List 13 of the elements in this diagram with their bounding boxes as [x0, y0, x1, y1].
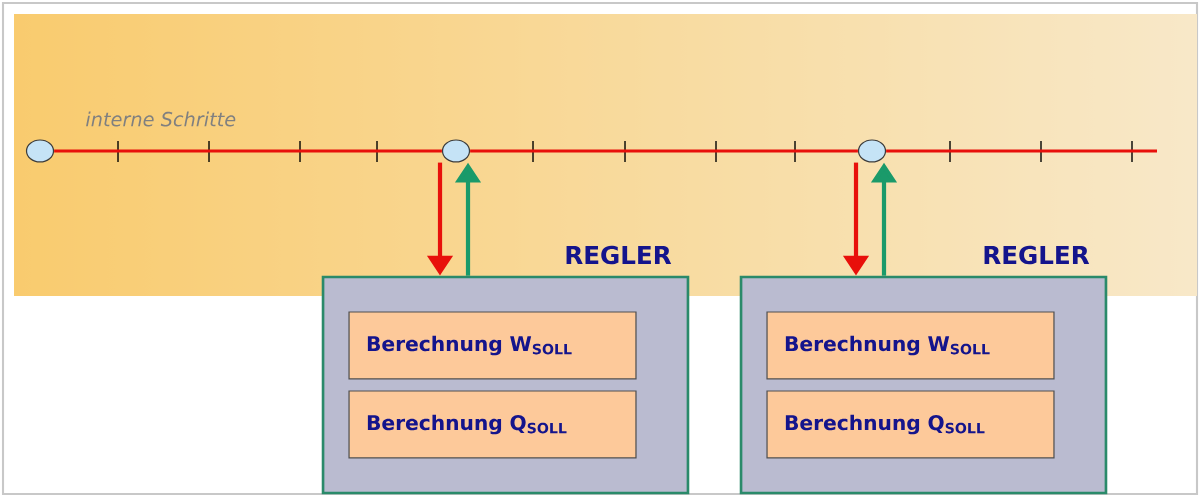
- calculation-box: Berechnung Q$_{SOLL}$: [348, 390, 637, 459]
- calculation-box: Berechnung W$_{SOLL}$: [766, 311, 1055, 380]
- timeline-line: [470, 149, 858, 153]
- timeline-label: interne Schritte: [86, 111, 236, 127]
- timeline-line: [886, 149, 1157, 153]
- timestep-circle: [441, 139, 471, 163]
- box-heading: REGLER: [566, 245, 672, 265]
- timeline-line: [54, 149, 442, 153]
- timestep-circle: [25, 139, 55, 163]
- box-heading: REGLER: [984, 245, 1090, 265]
- calculation-box: Berechnung Q$_{SOLL}$: [766, 390, 1055, 459]
- timestep-circle: [857, 139, 887, 163]
- calculation-box: Berechnung W$_{SOLL}$: [348, 311, 637, 380]
